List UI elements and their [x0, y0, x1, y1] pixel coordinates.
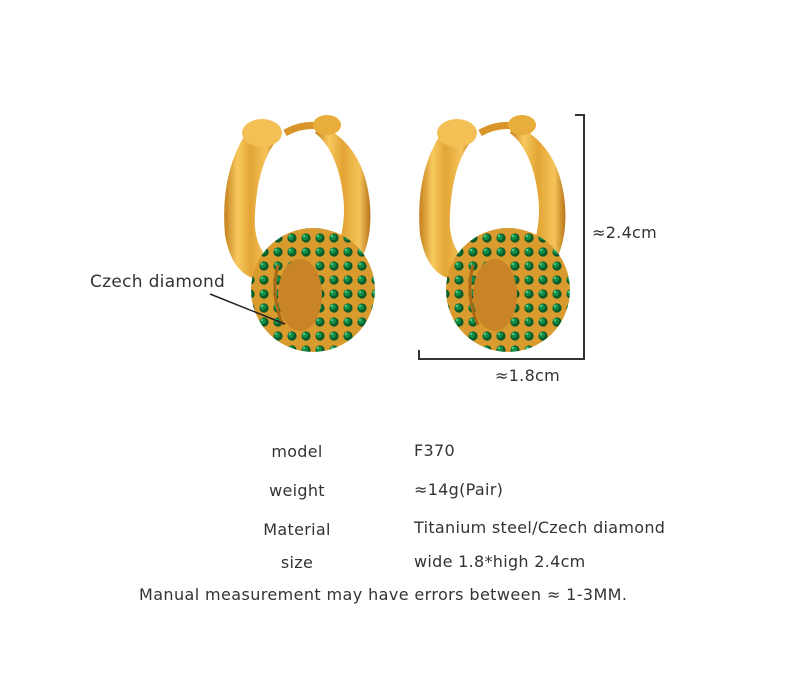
spec-label: weight — [269, 481, 325, 500]
width-dimension-line — [418, 358, 585, 360]
spec-value: Titanium steel/Czech diamond — [414, 518, 666, 537]
spec-value: wide 1.8*high 2.4cm — [414, 552, 586, 571]
spec-label: model — [271, 442, 323, 461]
height-dimension-line — [583, 114, 585, 359]
earring-left-image — [224, 115, 375, 352]
spec-value: F370 — [414, 441, 455, 460]
spec-value: ≈14g(Pair) — [414, 480, 504, 499]
callout-leader-line — [209, 293, 286, 325]
width-dimension-tick — [418, 350, 420, 359]
height-dimension-label: ≈2.4cm — [592, 223, 658, 242]
width-dimension-label: ≈1.8cm — [495, 366, 561, 385]
earring-right-image — [419, 115, 570, 352]
measurement-note: Manual measurement may have errors betwe… — [139, 585, 628, 604]
callout-label: Czech diamond — [90, 272, 226, 292]
spec-label: Material — [263, 520, 331, 539]
spec-label: size — [280, 553, 314, 572]
height-dimension-tick — [575, 114, 584, 116]
